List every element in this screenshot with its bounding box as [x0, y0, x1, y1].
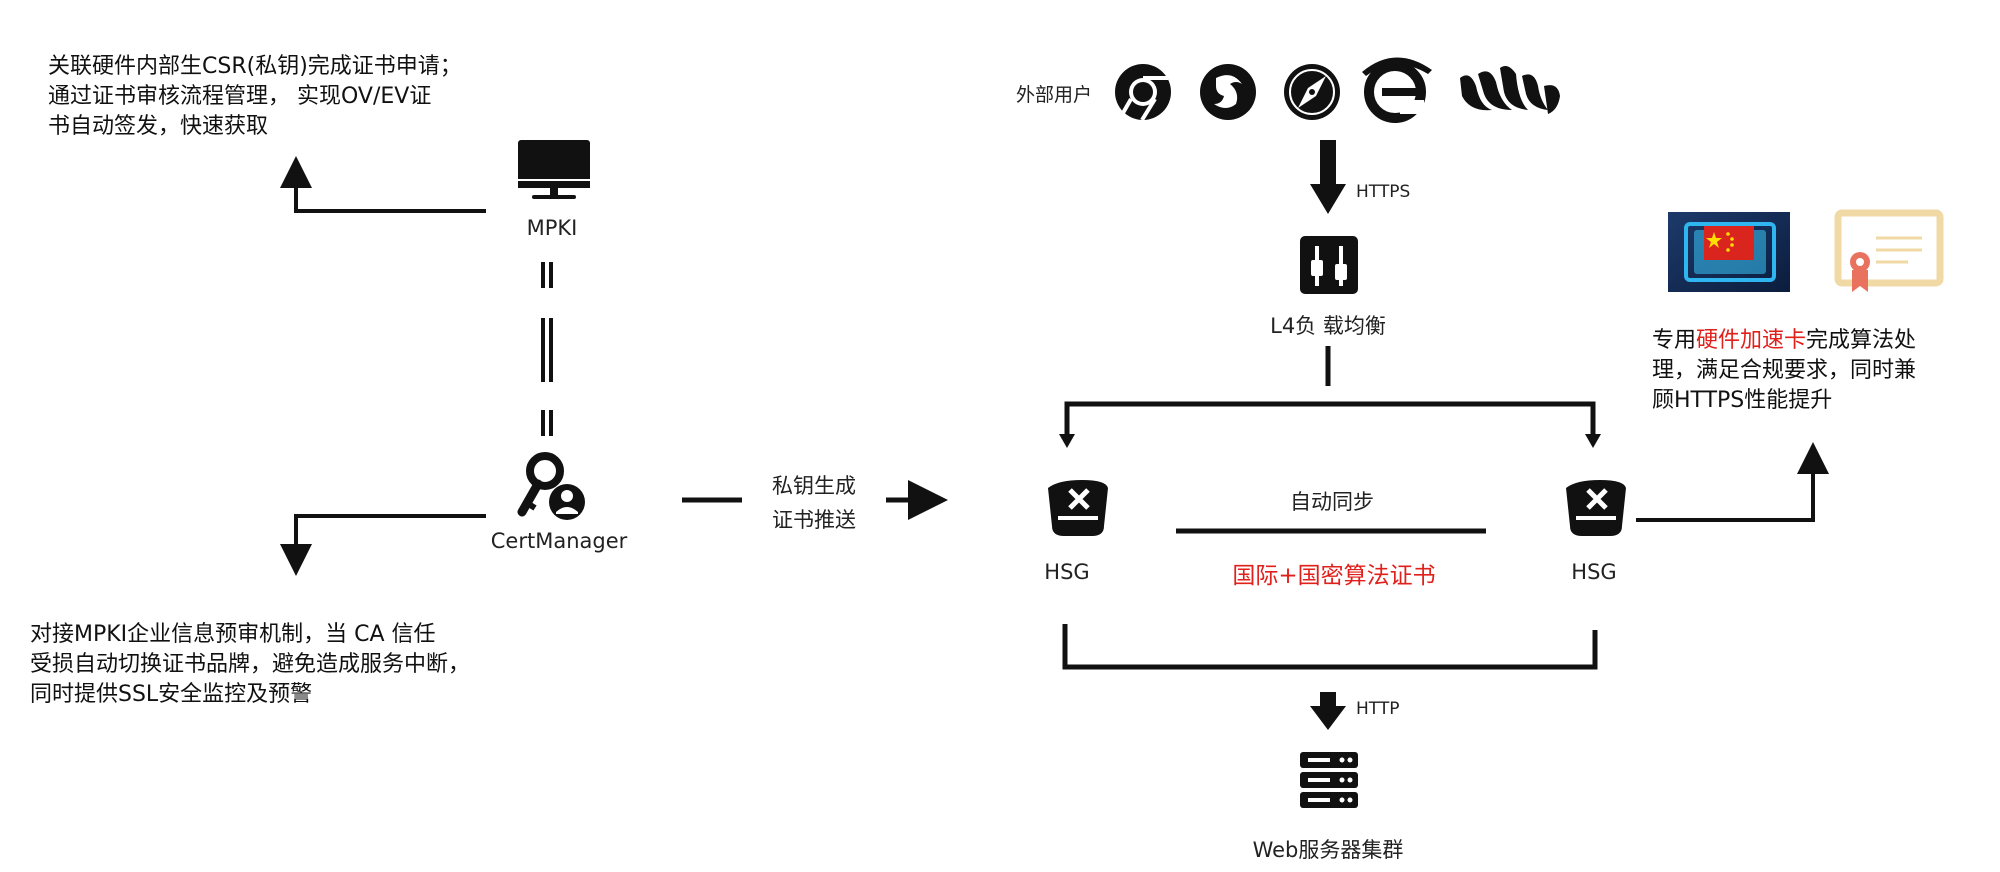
mpki-note-arrow	[296, 172, 486, 211]
mpki-label: MPKI	[527, 216, 578, 240]
server-rack-icon	[1300, 752, 1358, 808]
chrome-icon	[1115, 64, 1171, 120]
mpki-note-line: 通过证书审核流程管理， 实现OV/EV证	[48, 82, 462, 112]
mpki-note: 关联硬件内部生CSR(私钥)完成证书申请； 通过证书审核流程管理， 实现OV/E…	[48, 52, 462, 142]
sliders-icon	[1300, 236, 1358, 294]
monitor-icon	[518, 140, 590, 199]
push-label-line2: 证书推送	[772, 504, 856, 534]
hardware-note-arrow	[1636, 458, 1813, 520]
cert-type-label: 国际+国密算法证书	[1232, 556, 1435, 590]
load-balancer-label: L4负 载均衡	[1270, 310, 1386, 340]
hardware-note-suffix: 完成算法处	[1806, 328, 1916, 353]
hardware-note: 专用硬件加速卡完成算法处 理，满足合规要求，同时兼 顾HTTPS性能提升	[1652, 326, 1916, 416]
hsg-right-label: HSG	[1571, 560, 1616, 584]
uc-icon	[1460, 66, 1560, 114]
lower-bracket	[1065, 624, 1595, 667]
mpki-certmanager-connector	[541, 262, 553, 436]
sync-label: 自动同步	[1290, 486, 1374, 516]
key-user-icon	[522, 456, 585, 520]
hardware-accel-highlight: 硬件加速卡	[1696, 328, 1806, 353]
lb-distribution-bracket	[1067, 404, 1593, 440]
external-users-label: 外部用户	[1016, 80, 1092, 107]
certificate-icon	[1838, 213, 1940, 292]
safari-icon	[1284, 64, 1340, 120]
arrow-to-right-hsg	[1585, 434, 1601, 448]
hardware-note-line: 顾HTTPS性能提升	[1652, 386, 1916, 416]
hsg-left-icon	[1048, 480, 1108, 536]
http-label: HTTP	[1356, 699, 1400, 719]
web-cluster-label: Web服务器集群	[1253, 834, 1404, 864]
https-label: HTTPS	[1356, 182, 1410, 202]
mpki-note-line: 关联硬件内部生CSR(私钥)完成证书申请；	[48, 52, 462, 82]
certmanager-note: 对接MPKI企业信息预审机制，当 CA 信任 受损自动切换证书品牌，避免造成服务…	[30, 620, 470, 710]
chip-icon	[1668, 212, 1790, 292]
mpki-note-line: 书自动签发，快速获取	[48, 112, 462, 142]
hardware-note-line: 专用硬件加速卡完成算法处	[1652, 326, 1916, 356]
certmanager-note-line: 受损自动切换证书品牌，避免造成服务中断，	[30, 650, 470, 680]
arrow-to-left-hsg	[1059, 434, 1075, 448]
hsg-left-label: HSG	[1044, 560, 1089, 584]
certmanager-note-line: 同时提供SSL安全监控及预警	[30, 680, 470, 710]
hardware-note-prefix: 专用	[1652, 328, 1696, 353]
ie-icon	[1362, 57, 1432, 118]
certmanager-note-arrow	[296, 516, 486, 560]
certmanager-label: CertManager	[491, 529, 628, 553]
certmanager-note-line: 对接MPKI企业信息预审机制，当 CA 信任	[30, 620, 470, 650]
firefox-icon	[1200, 64, 1256, 120]
hsg-right-icon	[1566, 480, 1626, 536]
http-arrow	[1310, 692, 1346, 730]
push-label-line1: 私钥生成	[772, 470, 856, 500]
hardware-note-line: 理，满足合规要求，同时兼	[1652, 356, 1916, 386]
https-arrow	[1310, 140, 1346, 214]
